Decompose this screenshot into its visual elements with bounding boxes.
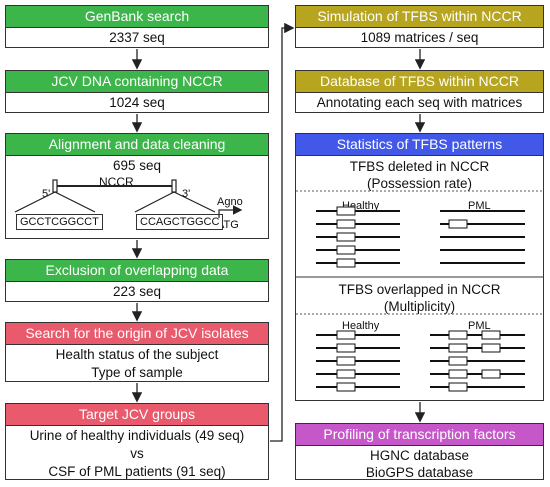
database-title: Database of TFBS within NCCR [296, 71, 543, 93]
left-boundary-sequence: GCCTCGGCCT [16, 214, 103, 230]
connector-left-to-right [270, 22, 295, 442]
alignment-box: Alignment and data cleaning 695 seq NCCR… [5, 133, 269, 239]
simulation-value: 1089 matrices / seq [360, 30, 479, 45]
origin-line-2: Type of sample [91, 365, 183, 380]
simulation-box: Simulation of TFBS within NCCR 1089 matr… [295, 5, 544, 48]
exclusion-value: 223 seq [112, 284, 162, 299]
deleted-tfbs-schematic [316, 210, 525, 264]
deleted-pml-label: PML [468, 200, 491, 212]
target-line-3: CSF of PML patients (91 seq) [48, 464, 226, 479]
overlapped-subtitle: (Multiplicity) [383, 299, 456, 314]
genbank-search-value: 2337 seq [109, 30, 165, 45]
overlapped-pml-label: PML [468, 320, 491, 332]
exclusion-box: Exclusion of overlapping data 223 seq [5, 259, 269, 302]
genbank-search-title: GenBank search [6, 6, 268, 28]
profiling-line-1: HGNC database [369, 448, 470, 463]
profiling-box: Profiling of transcription factors HGNC … [295, 423, 544, 480]
deleted-tfbs-sites [336, 206, 468, 268]
target-box: Target JCV groups Urine of healthy indiv… [5, 403, 269, 480]
jcv-dna-title: JCV DNA containing NCCR [6, 71, 268, 93]
origin-title: Search for the origin of JCV isolates [6, 323, 268, 345]
deleted-subtitle: (Possession rate) [366, 176, 473, 191]
exclusion-title: Exclusion of overlapping data [6, 260, 268, 282]
origin-line-1: Health status of the subject [55, 347, 219, 362]
five-prime-label: 5' [42, 188, 51, 200]
profiling-title: Profiling of transcription factors [296, 424, 543, 446]
deleted-title: TFBS deleted in NCCR [349, 159, 490, 174]
alignment-title: Alignment and data cleaning [6, 134, 268, 156]
profiling-line-2: BioGPS database [365, 465, 474, 480]
right-boundary-sequence: CCAGCTGGCC [136, 214, 224, 230]
agno-label: Agno [217, 196, 243, 208]
origin-box: Search for the origin of JCV isolates He… [5, 322, 269, 382]
overlapped-tfbs-sites [336, 330, 501, 392]
simulation-title: Simulation of TFBS within NCCR [296, 6, 543, 28]
database-value: Annotating each seq with matrices [316, 95, 523, 110]
nccr-left-marker [52, 179, 58, 193]
database-box: Database of TFBS within NCCR Annotating … [295, 70, 544, 113]
nccr-right-marker [171, 179, 177, 193]
overlapped-tfbs-schematic [316, 334, 525, 388]
statistics-separators [296, 190, 543, 315]
target-title: Target JCV groups [6, 404, 268, 426]
statistics-title: Statistics of TFBS patterns [296, 134, 543, 156]
genbank-search-box: GenBank search 2337 seq [5, 5, 269, 48]
overlapped-healthy-label: Healthy [342, 320, 380, 332]
alignment-value: 695 seq [112, 158, 162, 173]
target-line-1: Urine of healthy individuals (49 seq) [29, 428, 245, 443]
target-line-2: vs [130, 446, 144, 461]
three-prime-label: 3' [182, 188, 191, 200]
jcv-dna-value: 1024 seq [109, 95, 165, 110]
jcv-dna-box: JCV DNA containing NCCR 1024 seq [5, 70, 269, 113]
nccr-schematic-graphics [14, 179, 243, 218]
agno-start-arrow [218, 205, 243, 218]
overlapped-title: TFBS overlapped in NCCR [338, 282, 501, 297]
